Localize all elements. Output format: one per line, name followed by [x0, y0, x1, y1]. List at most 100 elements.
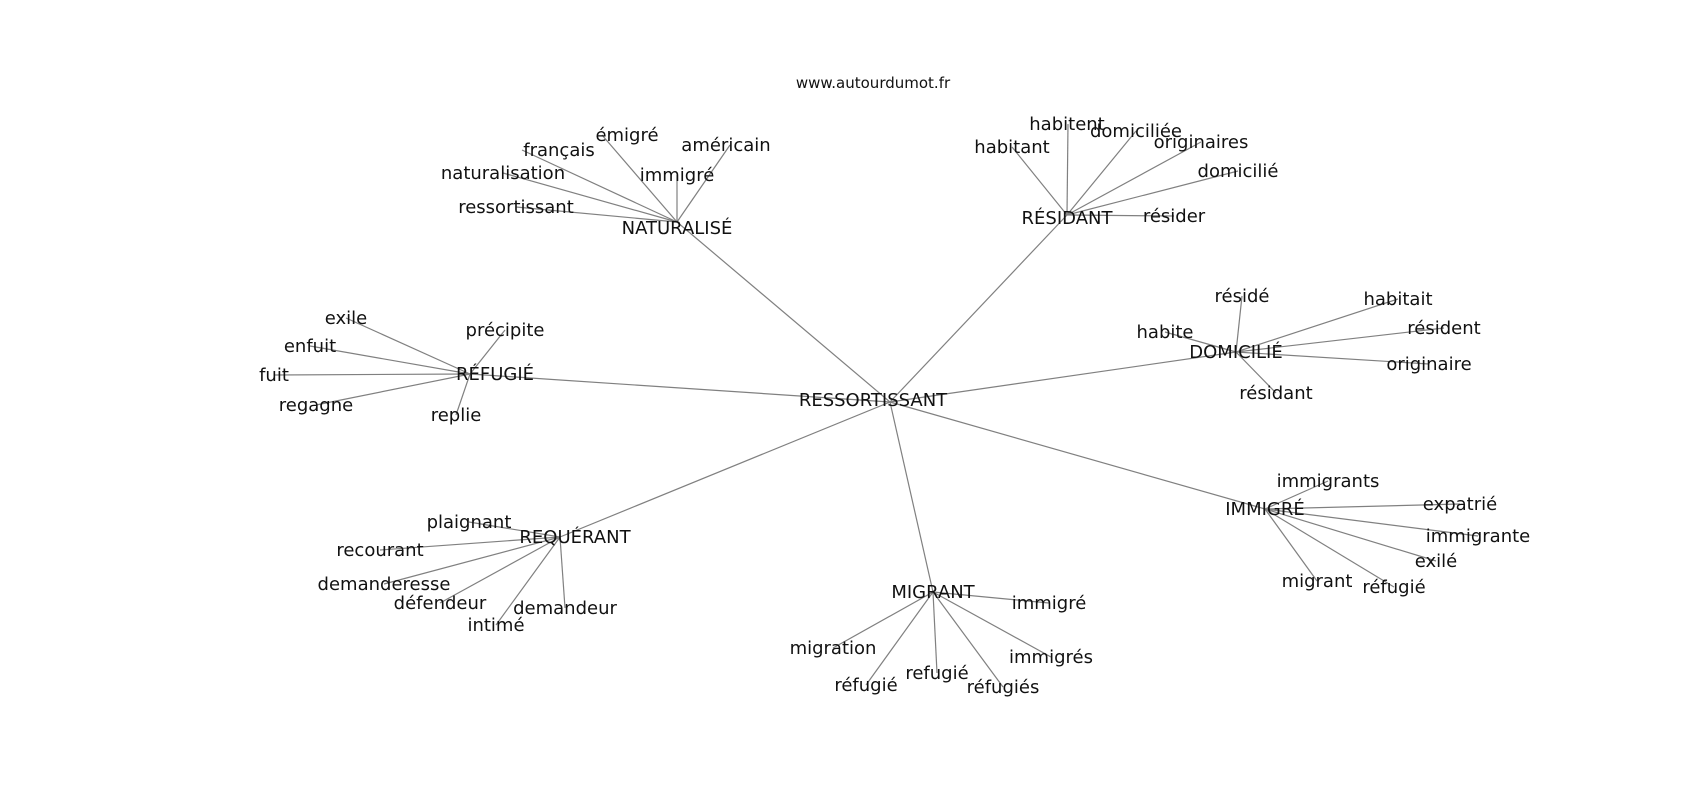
edge-immigre-migrant — [1264, 508, 1318, 582]
edge-requerant-defendeur — [439, 536, 561, 604]
leaf-word-immigrants[interactable]: immigrants — [1277, 471, 1380, 492]
leaf-word-habitant[interactable]: habitant — [974, 137, 1049, 158]
edge-migrant-migration — [832, 591, 934, 649]
edge-domicilie-reside — [1235, 295, 1243, 353]
edge-migrant-immigres — [932, 591, 1052, 658]
edge-residant-resider — [1066, 214, 1175, 217]
hub-word-domicilie[interactable]: DOMICILIÉ — [1189, 341, 1282, 363]
leaf-word-immigrante[interactable]: immigrante — [1426, 526, 1530, 547]
hub-word-requerant[interactable]: REQUÉRANT — [519, 526, 631, 548]
edge-refugie-precipite — [469, 329, 506, 375]
hub-word-residant[interactable]: RÉSIDANT — [1022, 207, 1114, 229]
edge-center-immigre — [889, 401, 1266, 510]
leaf-word-francais[interactable]: français — [523, 140, 594, 161]
leaf-word-habitent[interactable]: habitent — [1029, 114, 1104, 135]
leaf-word-refugie[interactable]: réfugié — [1362, 577, 1425, 598]
leaf-word-recourant[interactable]: recourant — [336, 540, 423, 561]
edge-domicilie-resident — [1235, 327, 1445, 353]
leaf-word-exile[interactable]: exilé — [1415, 551, 1458, 572]
leaf-word-migration[interactable]: migration — [790, 638, 877, 659]
leaf-word-migrant[interactable]: migrant — [1282, 571, 1353, 592]
edge-refugie-fuit — [273, 373, 471, 376]
leaf-word-replie[interactable]: replie — [431, 405, 482, 426]
leaf-word-emigre[interactable]: émigré — [595, 125, 658, 146]
edge-center-refugie — [469, 373, 891, 403]
leaf-word-demandeur[interactable]: demandeur — [513, 598, 617, 619]
leaf-word-immigre[interactable]: immigré — [640, 165, 715, 186]
leaf-word-precipite[interactable]: précipite — [466, 320, 545, 341]
leaf-word-enfuit[interactable]: enfuit — [284, 336, 336, 357]
hub-word-immigre[interactable]: IMMIGRÉ — [1225, 498, 1305, 520]
edge-residant-domicilie — [1066, 170, 1239, 216]
edge-immigre-immigrante — [1264, 508, 1479, 537]
edge-naturalise-francais — [521, 149, 678, 223]
leaf-word-plaignant[interactable]: plaignant — [427, 512, 512, 533]
edge-residant-domiciliee — [1066, 130, 1137, 216]
leaf-word-habitait[interactable]: habitait — [1363, 289, 1432, 310]
edge-migrant-refugies — [932, 591, 1004, 688]
edge-requerant-demandeur — [559, 536, 566, 609]
leaf-word-immigre[interactable]: immigré — [1012, 593, 1087, 614]
leaf-word-resident[interactable]: résident — [1407, 318, 1480, 339]
edge-requerant-recourant — [379, 536, 561, 551]
leaf-word-intime[interactable]: intimé — [467, 615, 524, 636]
leaf-word-demanderesse[interactable]: demanderesse — [318, 574, 451, 595]
leaf-word-expatrie[interactable]: expatrié — [1423, 494, 1497, 515]
edge-center-naturalise — [676, 221, 891, 403]
leaf-word-defendeur[interactable]: défendeur — [394, 593, 487, 614]
leaf-word-domicilie[interactable]: domicilié — [1198, 161, 1279, 182]
leaf-word-originaire[interactable]: originaire — [1386, 354, 1471, 375]
edge-center-migrant — [889, 401, 934, 593]
edge-refugie-regagne — [315, 373, 471, 406]
leaf-word-domiciliee[interactable]: domiciliée — [1090, 121, 1182, 142]
edge-domicilie-habite — [1164, 331, 1237, 353]
edge-domicilie-originaire — [1235, 351, 1430, 365]
edge-migrant-immigre — [932, 591, 1050, 604]
edge-naturalise-naturalisation — [502, 172, 678, 223]
leaf-word-naturalisation[interactable]: naturalisation — [441, 163, 565, 184]
edge-naturalise-emigre — [601, 134, 678, 223]
hub-word-migrant[interactable]: MIGRANT — [891, 582, 975, 603]
edge-requerant-plaignant — [468, 521, 561, 538]
edge-migrant-refugie — [932, 591, 938, 674]
leaf-word-americain[interactable]: américain — [681, 135, 770, 156]
edge-residant-originaires — [1066, 141, 1202, 216]
hub-word-naturalise[interactable]: NATURALISÉ — [622, 217, 733, 239]
leaf-word-refugies[interactable]: réfugiés — [967, 677, 1040, 698]
leaf-word-refugie[interactable]: réfugié — [834, 675, 897, 696]
edge-requerant-intime — [495, 536, 561, 626]
edge-domicilie-habitait — [1235, 298, 1399, 353]
leaf-word-originaires[interactable]: originaires — [1154, 132, 1249, 153]
edge-naturalise-americain — [676, 144, 731, 223]
edge-refugie-exile — [345, 317, 471, 375]
edge-residant-habitant — [1011, 146, 1068, 216]
leaf-word-exile[interactable]: exile — [325, 308, 368, 329]
edge-immigre-refugie — [1264, 508, 1395, 588]
leaf-word-reside[interactable]: résidé — [1215, 286, 1270, 307]
edge-center-domicilie — [889, 351, 1237, 403]
edge-immigre-expatrie — [1264, 503, 1461, 510]
leaf-word-residant[interactable]: résidant — [1239, 383, 1312, 404]
leaf-word-resider[interactable]: résider — [1143, 206, 1206, 227]
edge-residant-habitent — [1066, 123, 1069, 216]
edge-naturalise-ressortissant — [515, 206, 678, 223]
edges-layer — [273, 123, 1479, 688]
leaf-word-ressortissant[interactable]: ressortissant — [458, 197, 574, 218]
edge-refugie-enfuit — [309, 345, 471, 375]
leaf-word-fuit[interactable]: fuit — [259, 365, 289, 386]
leaf-word-immigres[interactable]: immigrés — [1009, 647, 1093, 668]
leaf-word-refugie[interactable]: refugié — [905, 663, 968, 684]
edge-center-residant — [889, 214, 1068, 403]
edge-refugie-replie — [455, 373, 471, 416]
edge-domicilie-residant — [1235, 351, 1277, 394]
hub-word-refugie[interactable]: RÉFUGIÉ — [456, 363, 534, 385]
leaf-word-regagne[interactable]: regagne — [279, 395, 353, 416]
center-word[interactable]: RESSORTISSANT — [799, 390, 948, 411]
site-url[interactable]: www.autourdumot.fr — [796, 74, 951, 92]
edge-center-requerant — [559, 401, 891, 538]
edge-immigre-exile — [1264, 508, 1437, 562]
edge-migrant-refugie — [865, 591, 934, 686]
leaf-word-habite[interactable]: habite — [1137, 322, 1194, 343]
